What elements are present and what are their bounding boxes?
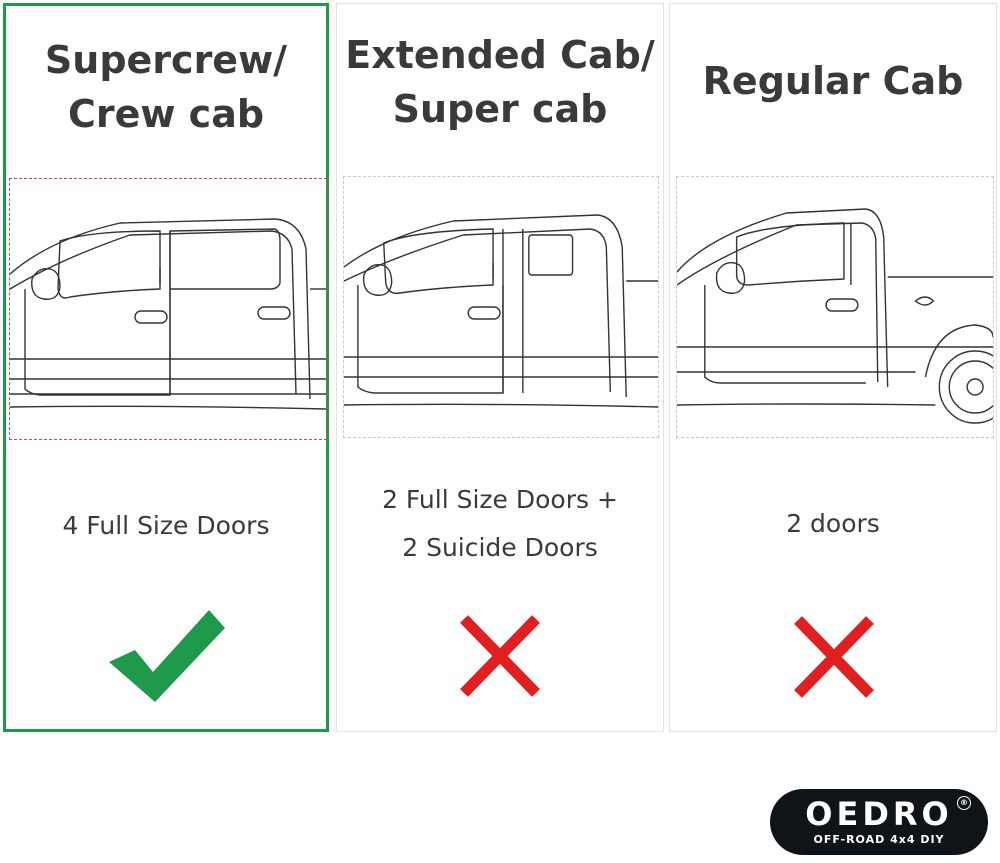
check-mark-shape (109, 610, 225, 702)
extended-cab-title: Extended Cab/ Super cab (337, 28, 663, 136)
extended-cab-desc-line1: 2 Full Size Doors + (382, 485, 618, 514)
logo-name: OEDRO (805, 795, 953, 833)
crew-cab-column: Supercrew/ Crew cab 4 (3, 3, 329, 732)
crew-cab-title: Supercrew/ Crew cab (6, 33, 326, 141)
regular-cab-description: 2 doors (670, 500, 996, 548)
regular-cab-title: Regular Cab (670, 54, 996, 108)
registered-mark-icon: ® (957, 796, 971, 810)
cross-icon (794, 616, 874, 698)
crew-cab-description: 4 Full Size Doors (6, 502, 326, 550)
logo-tagline: OFF-ROAD 4x4 DIY (813, 833, 945, 846)
regular-cab-truck-image (676, 176, 994, 438)
crew-cab-title-line2: Crew cab (67, 92, 265, 136)
cross-mark-shape (794, 616, 874, 698)
crew-cab-desc-line1: 4 Full Size Doors (62, 511, 270, 540)
crew-cab-truck-image (9, 178, 327, 440)
extended-cab-truck-image (343, 176, 659, 438)
crew-cab-title-line1: Supercrew/ (44, 38, 288, 82)
regular-cab-desc-line1: 2 doors (786, 509, 880, 538)
cross-icon (460, 615, 540, 697)
cross-mark-shape (460, 615, 540, 697)
extended-cab-desc-line2: 2 Suicide Doors (402, 533, 598, 562)
extended-cab-column: Extended Cab/ Super cab 2 Full (336, 3, 664, 732)
extended-cab-title-line2: Super cab (392, 87, 608, 131)
extended-cab-title-line1: Extended Cab/ (345, 33, 655, 77)
regular-cab-title-line1: Regular Cab (702, 59, 964, 103)
check-icon (109, 610, 225, 702)
crew-cab-truck-drawing-icon (10, 218, 326, 410)
extended-cab-truck-drawing-icon (344, 214, 658, 408)
oedro-logo: OEDRO ® OFF-ROAD 4x4 DIY (770, 789, 988, 855)
regular-cab-truck-drawing-icon (677, 208, 993, 424)
extended-cab-description: 2 Full Size Doors + 2 Suicide Doors (337, 476, 663, 572)
regular-cab-column: Regular Cab 2 do (669, 3, 997, 732)
